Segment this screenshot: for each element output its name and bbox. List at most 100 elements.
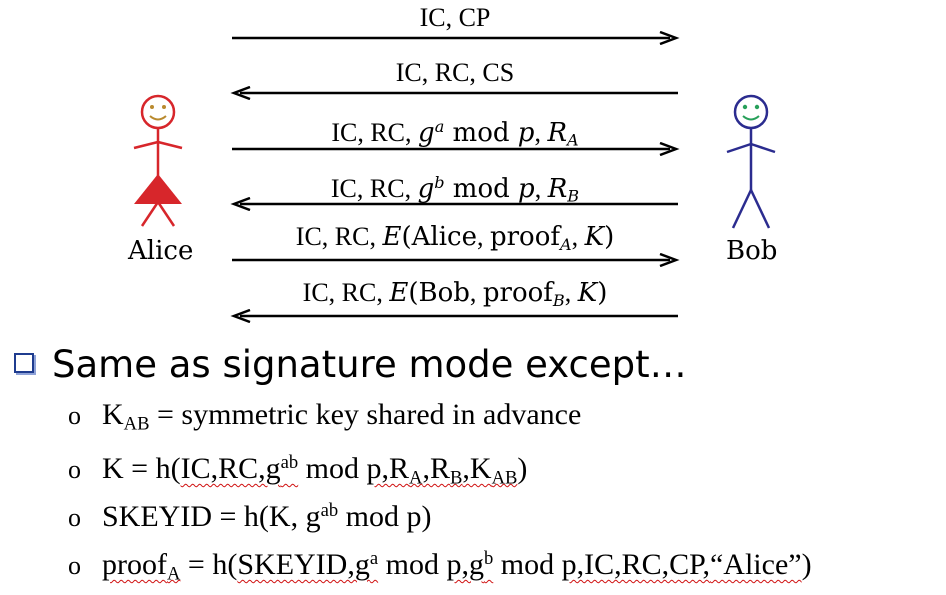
bob-figure: [726, 94, 776, 229]
bullet-2: o K = h(IC,RC,gab mod p,RA,RB,KAB): [68, 443, 527, 499]
b4-h: b: [483, 548, 494, 569]
slide-headline: Same as signature mode except…: [14, 342, 687, 388]
m6-K: K: [577, 278, 598, 308]
b2-h: B: [449, 467, 463, 489]
b4-k: “Alice”: [709, 548, 802, 582]
m4-sep: ,: [534, 173, 548, 203]
message-1-label: IC, CP: [230, 3, 680, 33]
b4-f: mod: [378, 548, 447, 582]
m4-prefix: IC, RC,: [330, 173, 418, 203]
b3-a: SKEYID = h(K, g: [102, 500, 321, 534]
b2-b: IC,RC,g: [180, 452, 281, 486]
m1-text: IC, CP: [419, 3, 491, 32]
b2-c: ab: [280, 452, 299, 473]
message-3-label: IC, RC, ga mod p, RA: [230, 112, 680, 156]
message-2-arrow-left: [230, 86, 678, 100]
m6-comma1: ,: [469, 278, 483, 307]
b4-b: A: [166, 563, 181, 585]
bullet-marker-3: o: [68, 503, 81, 533]
m5-K: K: [584, 222, 605, 252]
m3-mod: mod: [444, 117, 518, 148]
m3-exp: a: [434, 117, 445, 136]
message-6-arrow-left: [230, 309, 678, 323]
m4-R: R: [547, 173, 568, 204]
m2-text: IC, RC, CS: [395, 58, 515, 87]
b2-args-1: IC,RC,gab: [181, 452, 299, 485]
b4-proof: proofA: [102, 548, 180, 585]
m5-comma1: ,: [476, 222, 490, 251]
alice-head: [140, 94, 176, 130]
m5-sub: A: [559, 234, 572, 254]
headline-text: Same as signature mode except…: [52, 343, 687, 386]
b4-args-3: p,IC,RC,CP,“Alice”: [562, 548, 802, 581]
b3-b: ab: [320, 500, 339, 521]
m3-sub: A: [567, 130, 579, 150]
message-5-arrow-right: [232, 253, 680, 267]
m4-mod: mod: [444, 173, 519, 204]
message-2-label: IC, RC, CS: [230, 58, 680, 88]
b4-c: = h(: [180, 548, 238, 582]
bob-label: Bob: [726, 236, 778, 266]
alice-label: Alice: [128, 236, 194, 266]
message-6-label: IC, RC, E(Bob, proofB, K): [230, 278, 680, 316]
b1-sub: AB: [123, 413, 150, 435]
b4-d: SKEYID,g: [237, 548, 370, 582]
m5-comma2: ,: [571, 222, 585, 251]
b4-args-1: SKEYID,ga: [237, 548, 378, 581]
message-5-label: IC, RC, E(Alice, proofA, K): [230, 222, 680, 260]
message-4-arrow-left: [230, 197, 678, 211]
m6-sub: B: [552, 290, 565, 310]
m4-p: p: [518, 173, 535, 204]
b4-g: p,g: [446, 548, 484, 582]
b4-i: mod: [493, 548, 562, 582]
b2-g: ,R: [422, 452, 450, 486]
bullet-marker-4: o: [68, 551, 81, 581]
b2-k: ): [517, 452, 528, 486]
b1-rest: = symmetric key shared in advance: [149, 398, 582, 431]
bullet-marker-2: o: [68, 455, 81, 485]
bullet-3: o SKEYID = h(K, gab mod p): [68, 491, 431, 538]
b3-c: mod p): [338, 500, 432, 534]
m6-prefix: IC, RC,: [302, 278, 390, 307]
m6-name: Bob: [418, 278, 470, 308]
m3-prefix: IC, RC,: [331, 117, 419, 147]
alice-dress: [134, 174, 182, 204]
m3-R: R: [547, 117, 568, 148]
b4-e: a: [369, 548, 379, 569]
bob-head: [733, 94, 769, 130]
m6-proof: proof: [482, 278, 553, 308]
m3-sep: ,: [534, 117, 548, 147]
m3-p: p: [517, 117, 535, 148]
m6-open: (: [408, 278, 419, 308]
bullet-marker-1: o: [68, 401, 81, 430]
m6-close: ): [597, 278, 608, 308]
m5-E: E: [382, 222, 402, 252]
b4-j: p,IC,RC,CP,: [561, 548, 710, 582]
m4-exp: b: [434, 173, 445, 192]
b2-f: A: [409, 467, 423, 489]
message-4-label: IC, RC, gb mod p, RB: [230, 168, 680, 212]
b2-a: K = h(: [102, 452, 181, 486]
message-3-arrow-right: [232, 142, 680, 156]
m4-sub: B: [567, 186, 580, 206]
m6-E: E: [389, 278, 409, 308]
message-1-arrow-right: [232, 31, 680, 45]
m5-close: ): [604, 222, 615, 252]
b4-a: proof: [102, 548, 167, 582]
b2-i: ,K: [462, 452, 492, 486]
m5-prefix: IC, RC,: [295, 222, 383, 251]
b2-d: mod: [298, 452, 367, 486]
m6-comma2: ,: [564, 278, 578, 307]
b2-j: AB: [491, 467, 518, 489]
m5-proof: proof: [489, 222, 560, 252]
b1-k: K: [102, 398, 124, 431]
b4-l: ): [801, 548, 812, 582]
m5-open: (: [401, 222, 412, 252]
square-bullet-icon: [14, 353, 34, 373]
alice-figure: [133, 94, 183, 227]
b4-args-2: p,gb: [446, 548, 493, 581]
m4-g: g: [417, 173, 435, 204]
b2-e: p,R: [366, 452, 410, 486]
